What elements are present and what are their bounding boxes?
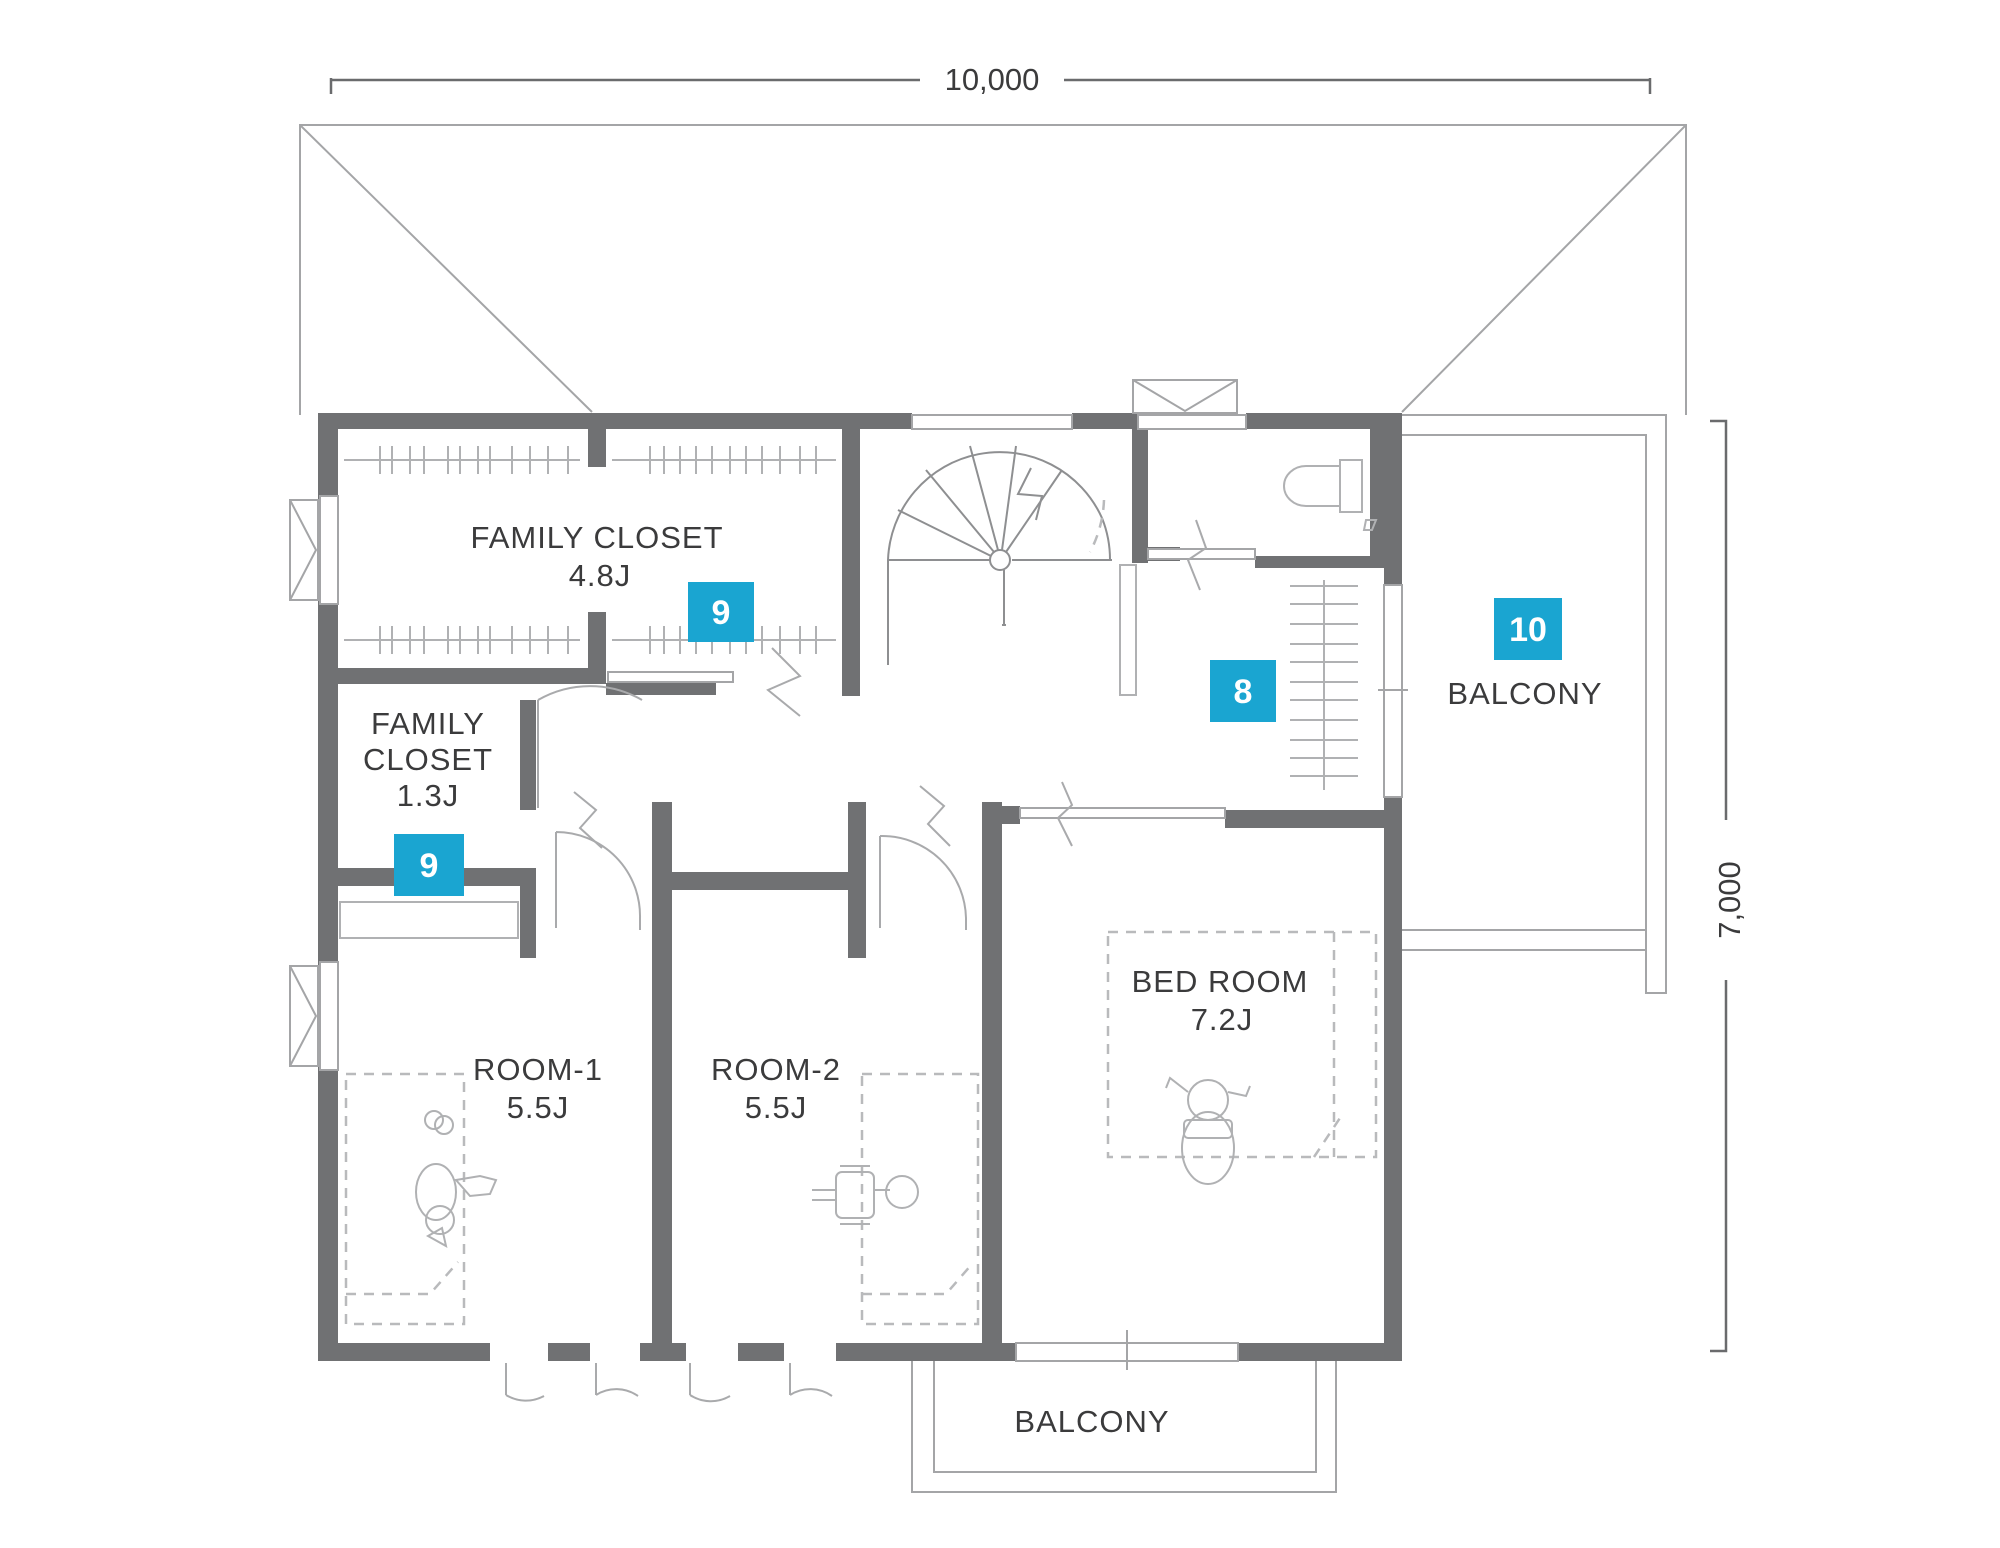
balcony-south-label: BALCONY — [1014, 1404, 1169, 1439]
room-size: 1.3J — [397, 778, 460, 813]
room-bedroom: BED ROOM 7.2J — [1132, 964, 1309, 1037]
room-size: 4.8J — [569, 558, 632, 593]
toilet — [1283, 459, 1378, 531]
svg-text:8: 8 — [1234, 673, 1253, 711]
interior-walls — [338, 413, 1402, 1361]
balcony-east-frame: BALCONY — [1402, 414, 1667, 994]
width-dimension-label: 10,000 — [945, 62, 1040, 97]
room-size: 5.5J — [507, 1090, 570, 1125]
closet-rods — [339, 446, 1358, 939]
exterior-walls — [318, 413, 1402, 1361]
svg-text:9: 9 — [420, 847, 439, 885]
depth-dimension: 7,000 — [1710, 419, 1747, 1353]
room-family-closet-small: FAMILY CLOSET 1.3J — [363, 706, 493, 813]
depth-dimension-label: 7,000 — [1712, 861, 1747, 939]
doors — [505, 519, 1256, 1403]
room-room-2: ROOM-2 5.5J — [711, 1052, 841, 1125]
balcony-south-frame: BALCONY — [911, 1360, 1337, 1493]
person-icon — [415, 1110, 498, 1248]
badge-closet-small: 9 — [394, 834, 464, 896]
badge-balcony: 10 — [1494, 598, 1562, 660]
room-size: 7.2J — [1191, 1002, 1254, 1037]
room-name: FAMILY CLOSET — [470, 520, 723, 555]
room-name-line2: CLOSET — [363, 742, 493, 777]
balcony-east-label: BALCONY — [1447, 676, 1602, 711]
width-dimension: 10,000 — [329, 62, 1652, 97]
badge-hall: 8 — [1210, 660, 1276, 722]
room-size: 5.5J — [745, 1090, 808, 1125]
badge-closet-large: 9 — [688, 582, 754, 642]
person-icon — [1165, 1076, 1251, 1185]
room-name-line1: FAMILY — [371, 706, 485, 741]
person-icon — [812, 1165, 919, 1225]
room-name: ROOM-2 — [711, 1052, 841, 1087]
spiral-staircase — [887, 445, 1137, 696]
beds — [344, 930, 1378, 1326]
room-family-closet-large: FAMILY CLOSET 4.8J — [470, 520, 723, 593]
room-name: BED ROOM — [1132, 964, 1309, 999]
room-room-1: ROOM-1 5.5J — [473, 1052, 603, 1125]
roof-outline — [299, 124, 1687, 415]
svg-text:10: 10 — [1509, 611, 1547, 649]
svg-text:9: 9 — [712, 594, 731, 632]
room-name: ROOM-1 — [473, 1052, 603, 1087]
windows — [289, 379, 1408, 1370]
